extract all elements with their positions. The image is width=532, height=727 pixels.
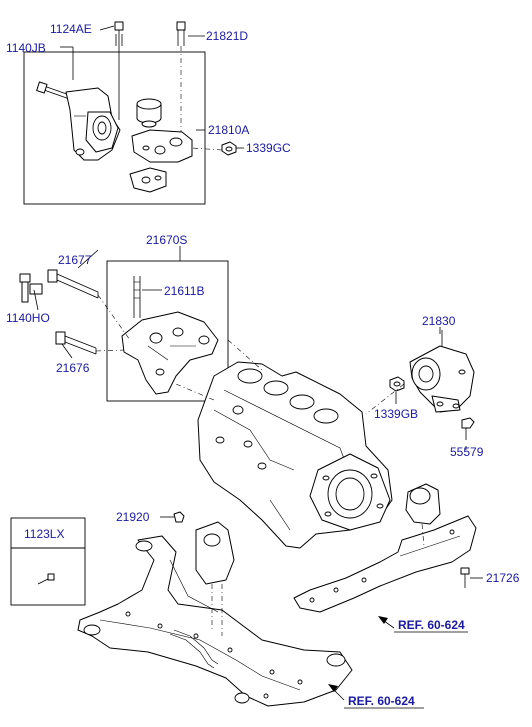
ref-label-1[interactable]: REF. 60-624 xyxy=(398,618,465,632)
bolt-21920 xyxy=(173,511,185,523)
label-1339GC: 1339GC xyxy=(246,141,291,155)
label-1339GB: 1339GB xyxy=(374,407,418,421)
mount-21830 xyxy=(389,330,475,440)
bracket-assembly-21670S xyxy=(106,260,229,402)
bolt-21821D xyxy=(176,21,186,31)
ref-arrow-1 xyxy=(378,616,468,633)
mount-assembly-21810A xyxy=(23,21,244,205)
inset-1123LX xyxy=(10,517,86,606)
crossmember xyxy=(293,483,477,613)
label-21920: 21920 xyxy=(116,510,150,524)
bolt-1124AE xyxy=(114,21,124,31)
engine-block xyxy=(197,361,393,549)
label-55579: 55579 xyxy=(450,445,484,459)
bolt-55579 xyxy=(461,417,475,429)
ref-label-2[interactable]: REF. 60-624 xyxy=(348,694,415,708)
label-1123LX: 1123LX xyxy=(24,527,64,541)
ref-arrow-2 xyxy=(328,684,424,709)
insulator-cylinder xyxy=(136,98,162,128)
label-21821D: 21821D xyxy=(206,29,248,43)
label-21810A: 21810A xyxy=(208,123,249,137)
subframe xyxy=(77,511,353,707)
label-21830: 21830 xyxy=(422,314,456,328)
label-21726: 21726 xyxy=(486,571,520,585)
nut-1339GC xyxy=(221,141,237,156)
label-1140JB: 1140JB xyxy=(6,41,46,55)
label-21670S: 21670S xyxy=(146,233,187,247)
label-21677: 21677 xyxy=(58,253,92,267)
assembly-box-21670S xyxy=(106,260,229,402)
inset-box-1123LX xyxy=(10,517,86,606)
label-1124AE: 1124AE xyxy=(50,22,92,36)
bolt-21726 xyxy=(460,567,470,575)
label-21611B: 21611B xyxy=(164,284,204,298)
label-21676: 21676 xyxy=(56,361,90,375)
screw-1123LX xyxy=(47,573,55,581)
label-1140HO: 1140HO xyxy=(6,311,50,325)
bolts-21677-21676 xyxy=(19,269,131,355)
assembly-box-21810A xyxy=(23,51,206,205)
